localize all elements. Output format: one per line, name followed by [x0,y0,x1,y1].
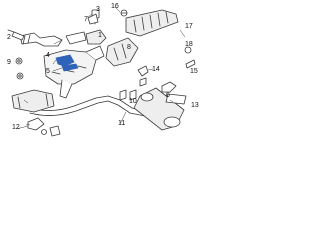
label-1: 1 [98,32,102,39]
label-18: 18 [185,41,193,48]
upper-heat-shield [125,9,179,37]
exhaust-system-diagram: 1 2 3 4 5 6 7 8 9 10 11 12 13 14 15 16 1… [0,0,200,147]
exhaust-parts-drawing [7,6,196,137]
middle-heat-shield [105,37,139,67]
front-resonator [11,89,55,113]
label-9: 9 [7,59,11,66]
rear-muffler [133,87,185,131]
label-10: 10 [129,98,137,105]
hanger-middle [119,89,137,101]
gasket [15,57,23,65]
label-16: 16 [111,3,119,10]
label-14: 14 [152,66,160,73]
leader-lines [15,6,186,130]
label-4: 4 [46,52,50,59]
label-2: 2 [7,34,11,41]
label-12: 12 [12,124,20,131]
bracket-small [137,65,149,87]
catalytic-converter [43,45,105,99]
label-15: 15 [190,68,198,75]
label-7: 7 [84,16,88,23]
oxygen-sensor-left [7,29,25,41]
label-5: 5 [46,68,50,75]
bracket-top [87,13,99,25]
hanger-bottom-left [27,117,61,137]
highlighted-heat-shield [55,54,79,72]
sensor-top-right [120,9,128,17]
upper-pipe-assembly [19,32,63,47]
label-3: 3 [96,6,100,13]
label-6: 6 [166,92,170,99]
label-13: 13 [191,102,199,109]
label-17: 17 [185,23,193,30]
clamp-right [161,81,187,105]
label-8: 8 [127,44,131,51]
stud-right [184,46,196,69]
nut [16,72,24,80]
front-catalyst [65,29,107,45]
label-11: 11 [118,120,126,127]
